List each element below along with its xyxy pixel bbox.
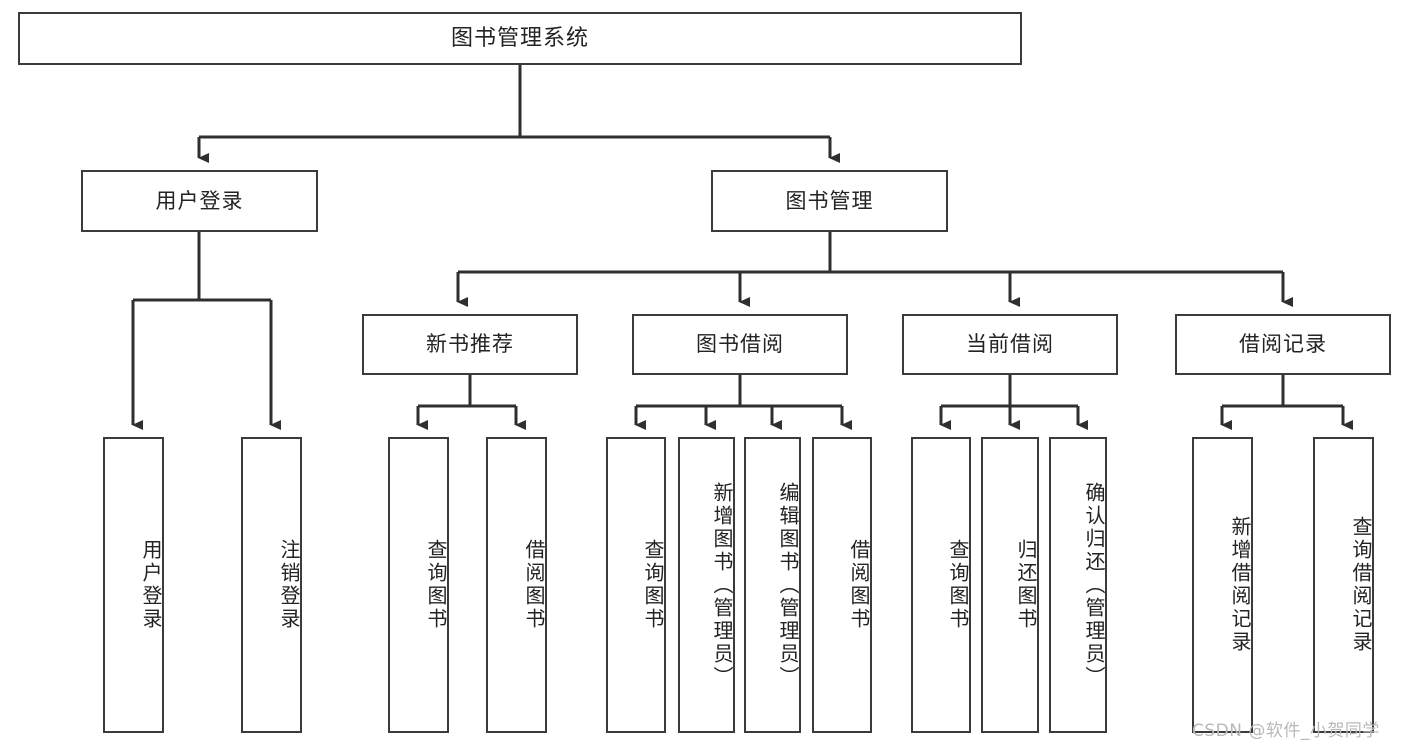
leaf-current-return-book[interactable]: 归还图书 xyxy=(981,437,1039,733)
node-label: 查询图书 xyxy=(424,539,448,631)
node-label: 查询图书 xyxy=(946,539,970,631)
node-label: 确认归还（管理员） xyxy=(1082,481,1106,689)
node-label: 新增借阅记录 xyxy=(1228,516,1252,654)
node-new-book-recommend[interactable]: 新书推荐 xyxy=(362,314,578,375)
leaf-user-login-login[interactable]: 用户登录 xyxy=(103,437,164,733)
leaf-borrow-query-book[interactable]: 查询图书 xyxy=(606,437,666,733)
node-user-login[interactable]: 用户登录 xyxy=(81,170,318,232)
node-label: 借阅图书 xyxy=(847,539,871,631)
csdn-watermark: CSDN @软件_小贺同学 xyxy=(1192,716,1380,741)
node-label: 用户登录 xyxy=(139,539,163,631)
leaf-borrow-add-book-admin[interactable]: 新增图书（管理员） xyxy=(678,437,735,733)
leaf-borrow-edit-book-admin[interactable]: 编辑图书（管理员） xyxy=(744,437,801,733)
node-label: 查询图书 xyxy=(641,539,665,631)
node-label: 当前借阅 xyxy=(966,332,1054,357)
leaf-current-query-book[interactable]: 查询图书 xyxy=(911,437,971,733)
node-label: 注销登录 xyxy=(277,539,301,631)
node-label: 查询借阅记录 xyxy=(1349,516,1373,654)
node-root-system[interactable]: 图书管理系统 xyxy=(18,12,1022,65)
leaf-user-login-logout[interactable]: 注销登录 xyxy=(241,437,302,733)
node-label: 图书管理系统 xyxy=(450,25,589,51)
node-label: 借阅图书 xyxy=(522,539,546,631)
node-borrow-records[interactable]: 借阅记录 xyxy=(1175,314,1391,375)
node-label: 借阅记录 xyxy=(1239,332,1327,357)
node-book-borrow[interactable]: 图书借阅 xyxy=(632,314,848,375)
node-book-management[interactable]: 图书管理 xyxy=(711,170,948,232)
node-label: 图书借阅 xyxy=(696,332,784,357)
node-label: 新书推荐 xyxy=(426,332,514,357)
leaf-records-query-record[interactable]: 查询借阅记录 xyxy=(1313,437,1374,733)
leaf-borrow-borrow-book[interactable]: 借阅图书 xyxy=(812,437,872,733)
leaf-recommend-borrow-book[interactable]: 借阅图书 xyxy=(486,437,547,733)
node-label: 图书管理 xyxy=(785,188,874,213)
node-label: 编辑图书（管理员） xyxy=(776,481,800,689)
watermark-text: CSDN @软件_小贺同学 xyxy=(1192,721,1380,741)
leaf-current-confirm-return-admin[interactable]: 确认归还（管理员） xyxy=(1049,437,1107,733)
leaf-records-add-record[interactable]: 新增借阅记录 xyxy=(1192,437,1253,733)
node-label: 用户登录 xyxy=(155,188,244,213)
leaf-recommend-query-book[interactable]: 查询图书 xyxy=(388,437,449,733)
node-label: 归还图书 xyxy=(1014,539,1038,631)
node-label: 新增图书（管理员） xyxy=(710,481,734,689)
node-current-borrow[interactable]: 当前借阅 xyxy=(902,314,1118,375)
